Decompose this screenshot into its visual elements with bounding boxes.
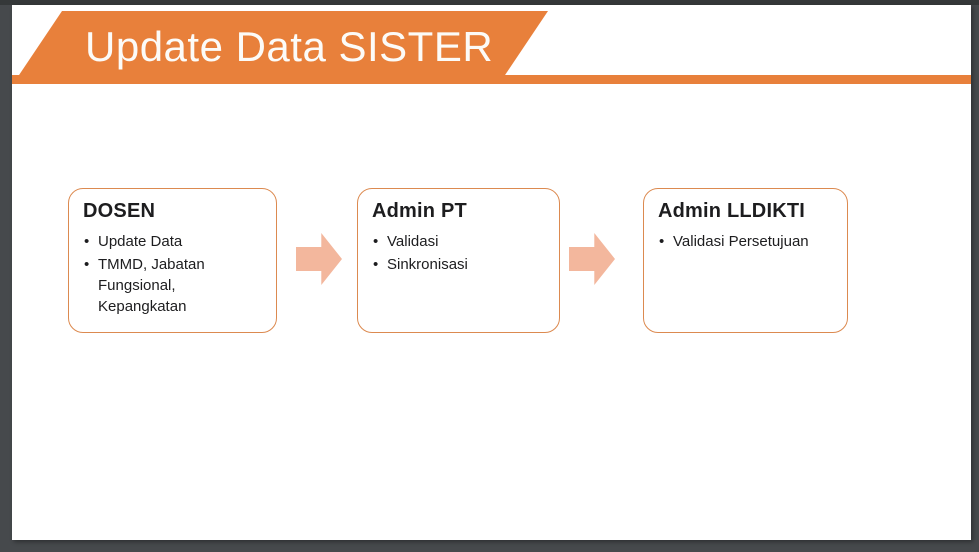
bullet-item: Update Data bbox=[83, 231, 243, 252]
step-bullet-list: Validasi Persetujuan bbox=[658, 231, 818, 252]
step-box-admin-pt: Admin PT Validasi Sinkronisasi bbox=[357, 188, 560, 333]
bullet-item: TMMD, Jabatan Fungsional, Kepangkatan bbox=[83, 254, 243, 317]
step-box-admin-lldikti: Admin LLDIKTI Validasi Persetujuan bbox=[643, 188, 848, 333]
title-banner: Update Data SISTER bbox=[13, 11, 548, 84]
bullet-item: Sinkronisasi bbox=[372, 254, 532, 275]
step-bullet-list: Update Data TMMD, Jabatan Fungsional, Ke… bbox=[83, 231, 243, 317]
slide-page: Update Data SISTER DOSEN Update Data TMM… bbox=[12, 5, 971, 540]
step-bullet-list: Validasi Sinkronisasi bbox=[372, 231, 532, 275]
step-box-dosen: DOSEN Update Data TMMD, Jabatan Fungsion… bbox=[68, 188, 277, 333]
slide-title: Update Data SISTER bbox=[85, 22, 494, 70]
step-title: DOSEN bbox=[83, 200, 156, 222]
flow-arrow-icon bbox=[569, 233, 615, 285]
step-title: Admin PT bbox=[372, 200, 467, 222]
bullet-item: Validasi bbox=[372, 231, 532, 252]
step-title: Admin LLDIKTI bbox=[658, 200, 806, 222]
flow-arrow-icon bbox=[296, 233, 342, 285]
bullet-item: Validasi Persetujuan bbox=[658, 231, 818, 252]
